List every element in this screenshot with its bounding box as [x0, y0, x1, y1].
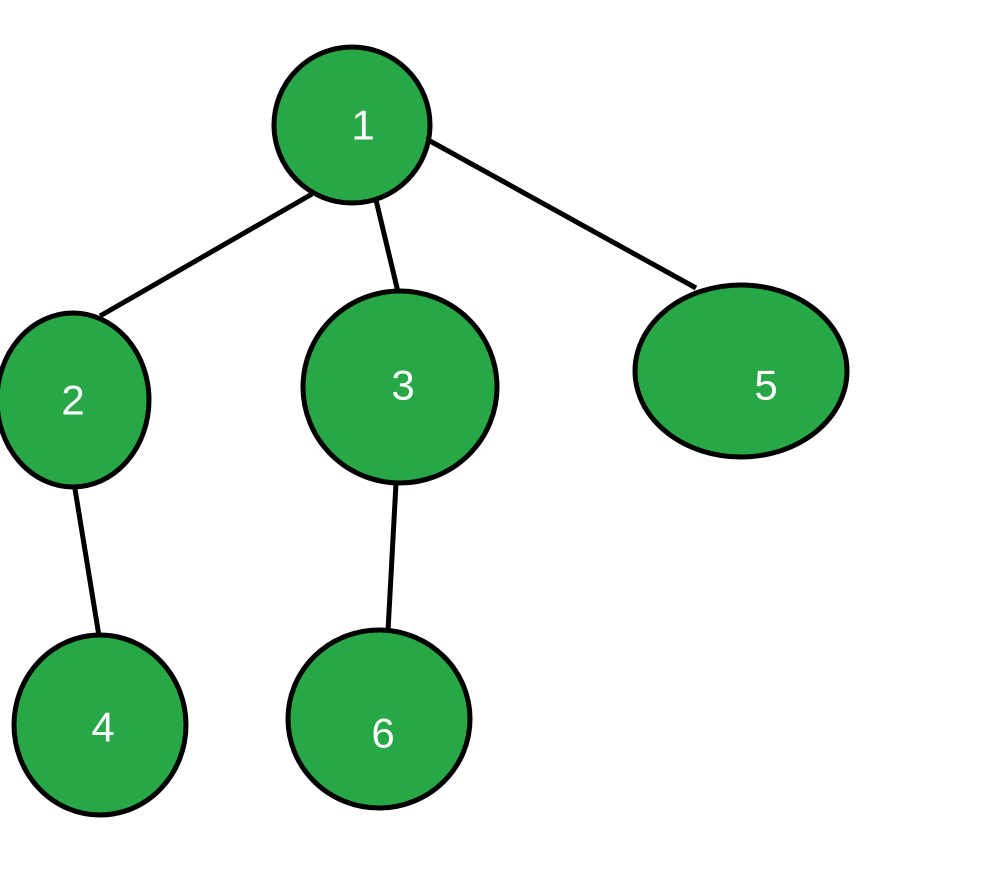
graph-node-1[interactable]: 1: [271, 44, 433, 206]
graph-node-label-5: 5: [754, 362, 777, 409]
graph-node-label-2: 2: [61, 377, 84, 424]
graph-edge-1-3: [373, 199, 401, 293]
graph-node-shape-5[interactable]: [632, 282, 850, 460]
graph-node-label-4: 4: [91, 704, 114, 751]
graph-node-label-3: 3: [391, 362, 414, 409]
graph-node-label-6: 6: [371, 710, 394, 757]
graph-node-2[interactable]: 2: [0, 310, 152, 490]
graph-node-shape-4[interactable]: [11, 632, 189, 818]
graph-edge-1-2: [98, 191, 314, 319]
nodes-layer: 1 2 3 5 4 6: [0, 44, 850, 818]
graph-node-shape-1[interactable]: [271, 44, 433, 206]
graph-node-shape-3[interactable]: [300, 288, 500, 486]
graph-node-shape-2[interactable]: [0, 310, 152, 490]
graph-edge-2-4: [72, 488, 102, 637]
graph-edge-1-5: [428, 138, 698, 291]
graph-node-shape-6[interactable]: [285, 627, 473, 811]
graph-node-label-1: 1: [351, 102, 374, 149]
graph-node-3[interactable]: 3: [300, 288, 500, 486]
graph-node-6[interactable]: 6: [285, 627, 473, 811]
graph-node-5[interactable]: 5: [632, 282, 850, 460]
edges-layer: [72, 138, 698, 637]
graph-edge-3-6: [385, 482, 399, 632]
graph-node-4[interactable]: 4: [11, 632, 189, 818]
